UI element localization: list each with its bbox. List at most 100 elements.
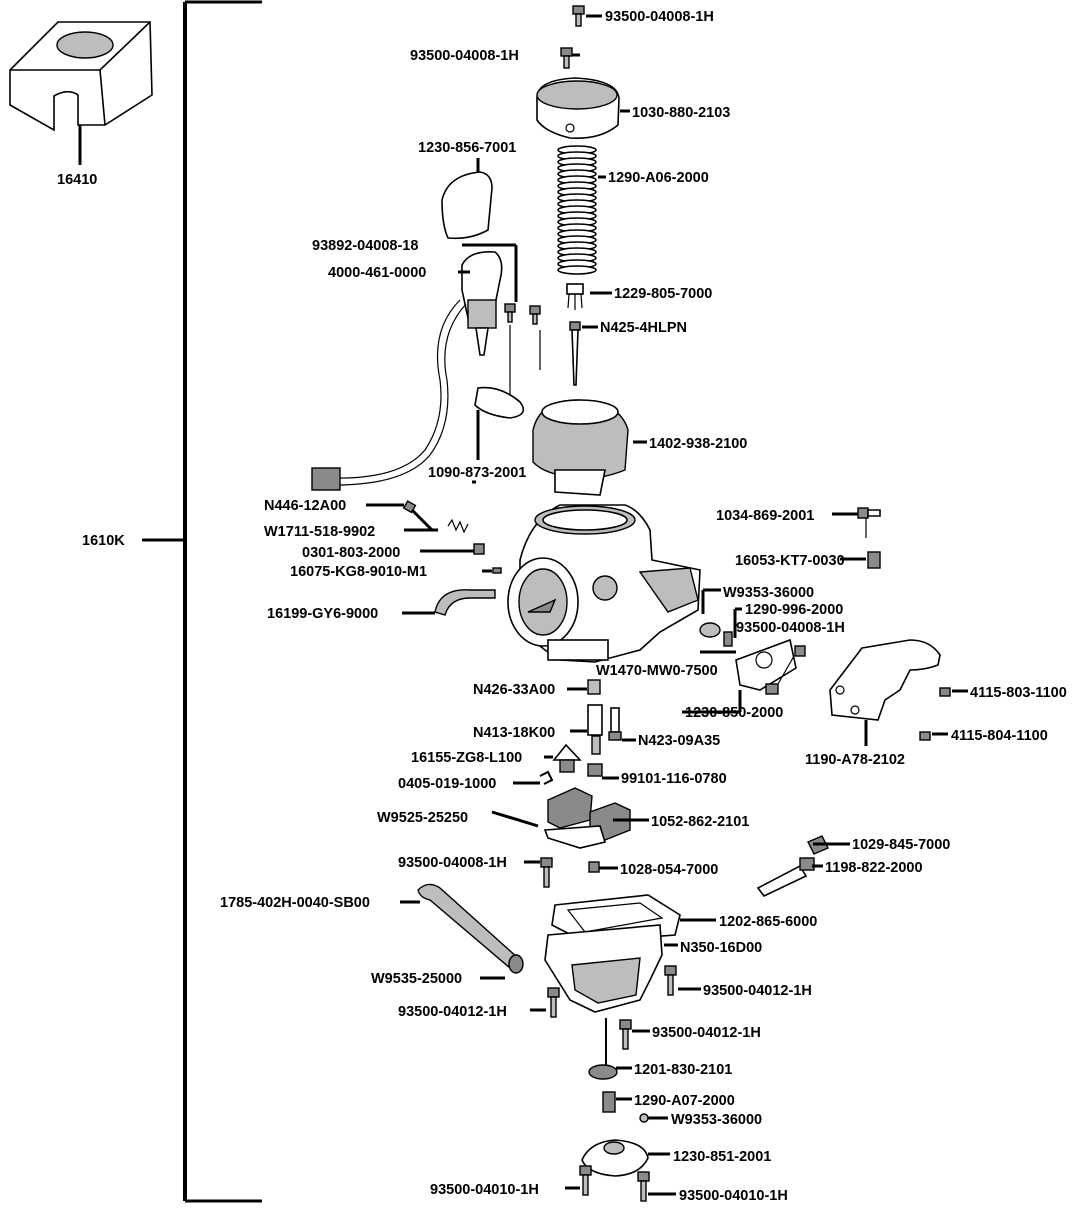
part-label: N425-4HLPN <box>600 320 687 336</box>
pump-washer <box>639 1113 649 1123</box>
part-label: 1785-402H-0040-SB00 <box>220 895 370 911</box>
small-oring <box>588 861 600 873</box>
part-label: 4115-804-1100 <box>951 728 1048 744</box>
o-ring-small <box>473 543 485 555</box>
accel-pump-rod <box>588 1018 618 1080</box>
throttle-spring <box>867 551 881 569</box>
part-label: 1230-851-2001 <box>673 1149 771 1165</box>
top-screw <box>572 5 585 27</box>
part-label: 93500-04012-1H <box>398 1004 507 1020</box>
part-label: 93500-04008-1H <box>605 9 714 25</box>
bracket-screws <box>919 687 951 741</box>
float-valve <box>552 743 582 773</box>
part-label: 16155-ZG8-L100 <box>411 750 522 766</box>
part-label: 1198-822-2000 <box>825 860 923 876</box>
part-label: 1030-880-2103 <box>632 105 730 121</box>
part-label: 1402-938-2100 <box>649 436 747 452</box>
part-label: 1202-865-6000 <box>719 914 817 930</box>
part-label: 16199-GY6-9000 <box>267 606 378 622</box>
part-label: 1029-845-7000 <box>852 837 950 853</box>
cable-bracket <box>829 639 941 721</box>
part-label: N413-18K00 <box>473 725 555 741</box>
slide-spring <box>557 145 597 275</box>
pilot-spring <box>447 518 469 534</box>
cap-screw <box>560 47 573 69</box>
throttle-stop-screw <box>857 507 881 538</box>
part-label: W9525-25250 <box>377 810 468 826</box>
throttle-cover <box>735 638 797 691</box>
float <box>543 787 631 849</box>
cover-screw-a <box>777 645 806 685</box>
part-label: 1052-862-2101 <box>651 814 749 830</box>
jet-needle <box>569 321 581 386</box>
cover-part <box>9 21 153 165</box>
part-label: W9535-25000 <box>371 971 462 987</box>
throttle-washer <box>699 622 721 638</box>
part-labels: 93500-04008-1H 93500-04008-1H 1030-880-2… <box>220 9 1067 1204</box>
float-pin <box>491 810 539 828</box>
float-bowl <box>544 924 663 1013</box>
part-label: N446-12A00 <box>264 498 346 514</box>
part-label: 1230-856-7001 <box>418 140 516 156</box>
part-label: W1470-MW0-7500 <box>596 663 718 679</box>
clip <box>539 770 554 785</box>
choke-cap <box>441 171 493 240</box>
part-label: W1711-518-9902 <box>264 524 375 540</box>
pump-cover <box>581 1139 649 1177</box>
part-label: W9353-36000 <box>723 585 814 601</box>
part-label: 0405-019-1000 <box>398 776 496 792</box>
part-label: 1290-A07-2000 <box>634 1093 735 1109</box>
assembly-bracket <box>142 0 262 1203</box>
part-label: 93500-04012-1H <box>703 983 812 999</box>
part-label: N423-09A35 <box>638 733 720 749</box>
part-label: 4115-803-1100 <box>970 685 1067 701</box>
main-jet <box>587 679 601 695</box>
part-label: 1290-A06-2000 <box>608 170 709 186</box>
plug <box>492 567 502 574</box>
part-label: 1229-805-7000 <box>614 286 712 302</box>
choke-plate-loop <box>474 325 541 460</box>
part-label: 93500-04010-1H <box>430 1182 539 1198</box>
idle-screw <box>756 857 815 898</box>
cover-label: 16410 <box>57 172 97 188</box>
part-label: 93500-04008-1H <box>398 855 507 871</box>
small-spring <box>723 631 733 647</box>
bowl-screw-left <box>540 857 553 888</box>
part-label: 1230-850-2000 <box>685 705 783 721</box>
needle-jet <box>587 704 603 755</box>
part-label: 1190-A78-2102 <box>805 752 905 768</box>
top-cap <box>536 77 620 140</box>
drain-plug <box>587 763 603 777</box>
needle-clip <box>566 283 584 310</box>
part-label: 1290-996-2000 <box>745 602 843 618</box>
part-label: 16053-KT7-0030 <box>735 553 845 569</box>
cover-screw-b <box>765 683 779 695</box>
slow-jet <box>608 707 622 741</box>
leader-lines <box>366 14 968 1196</box>
assembly-label: 1610K <box>82 533 125 549</box>
part-label: 1028-054-7000 <box>620 862 718 878</box>
bottom-screws <box>579 1165 650 1202</box>
hose-clip <box>508 954 524 974</box>
part-label: 93500-04008-1H <box>736 620 845 636</box>
carburetor-body <box>507 504 701 663</box>
part-label: 1090-873-2001 <box>428 465 526 481</box>
part-label: 1201-830-2101 <box>634 1062 732 1078</box>
part-label: 0301-803-2000 <box>302 545 400 561</box>
pilot-screw <box>402 500 434 532</box>
part-label: 4000-461-0000 <box>328 265 426 281</box>
choke-screws <box>504 303 541 325</box>
bowl-screws <box>547 965 677 1050</box>
part-label: 93500-04008-1H <box>410 48 519 64</box>
overflow-hose <box>417 883 519 970</box>
part-label: 1034-869-2001 <box>716 508 814 524</box>
auto-choke <box>311 250 503 491</box>
part-label: 93500-04010-1H <box>679 1188 788 1203</box>
part-label: 93892-04008-18 <box>312 238 418 254</box>
part-label: 99101-116-0780 <box>621 771 727 787</box>
vent-hose <box>434 589 496 616</box>
pump-spring <box>602 1091 616 1113</box>
part-label: 93500-04012-1H <box>652 1025 761 1041</box>
